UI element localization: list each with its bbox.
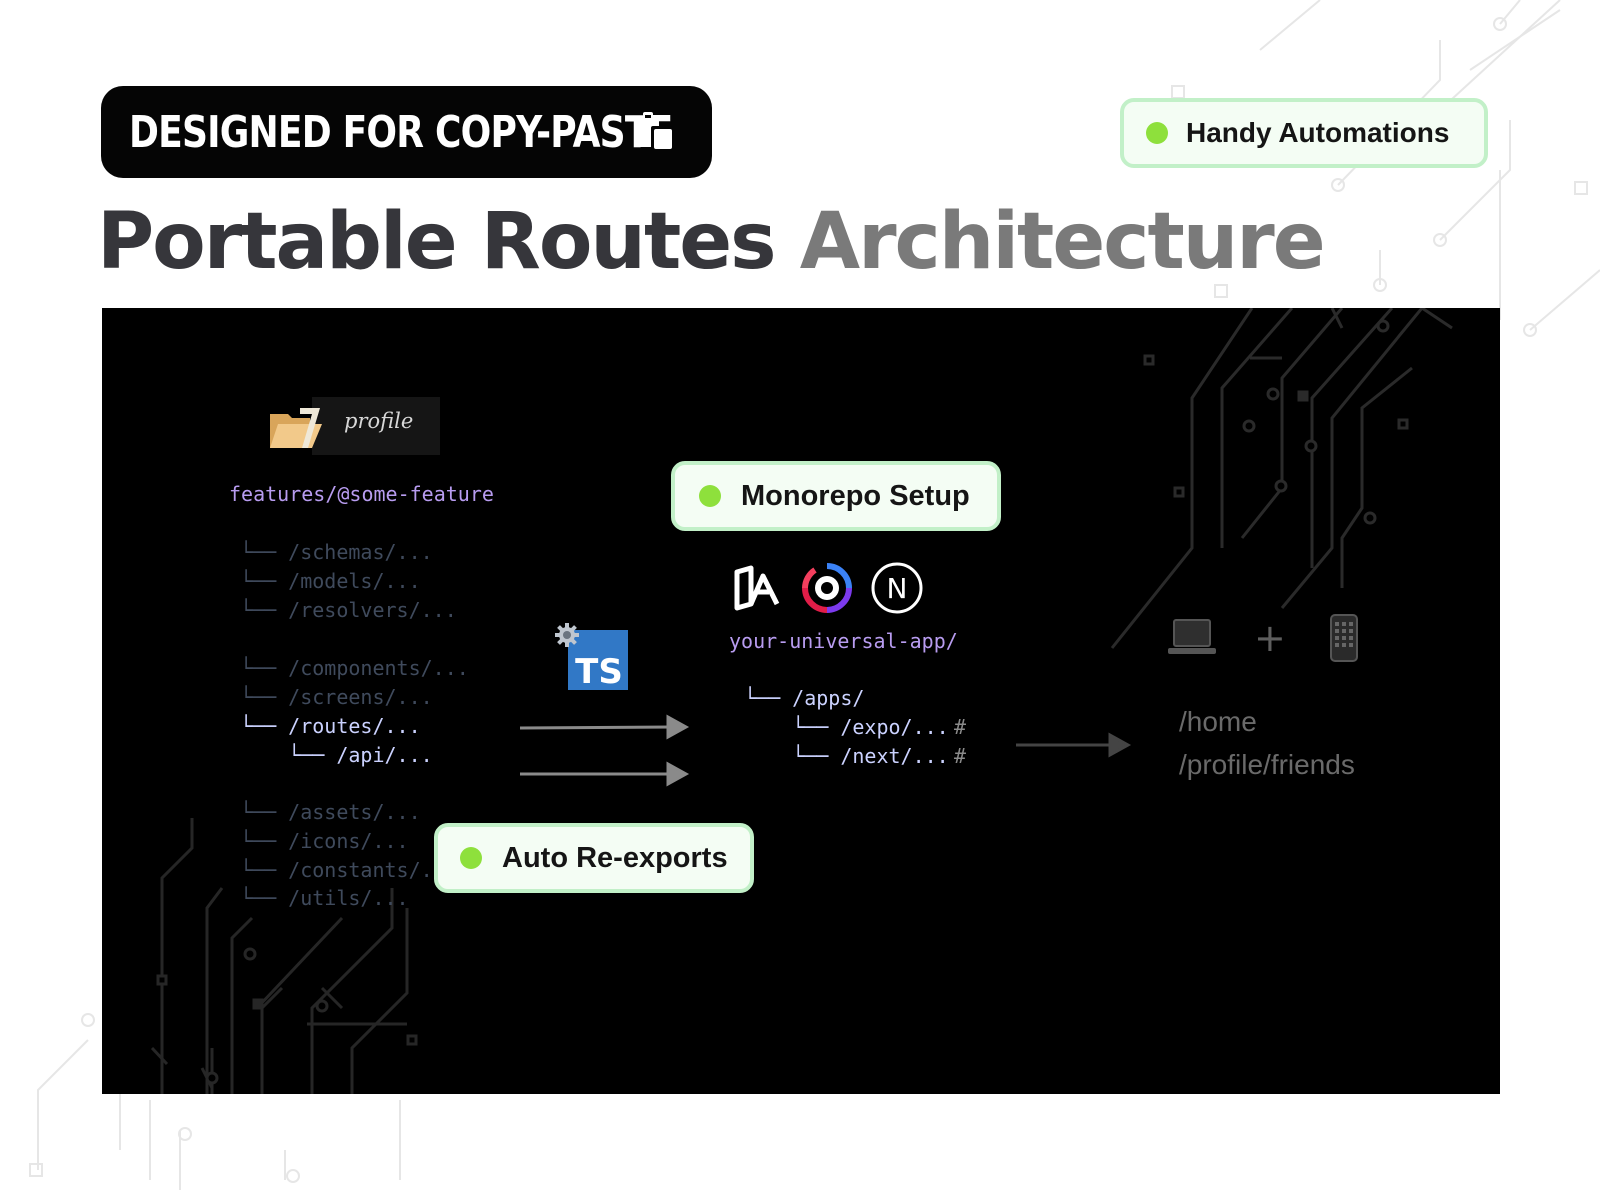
pill-label: Auto Re-exports bbox=[502, 841, 728, 874]
tree-item-next: └── /next/... bbox=[744, 744, 949, 768]
title-secondary: Architecture bbox=[799, 197, 1326, 287]
typescript-icon: TS bbox=[568, 630, 628, 690]
feature-path: features/@some-feature bbox=[229, 482, 494, 506]
title-primary: Portable Routes bbox=[97, 197, 777, 287]
panel-circuit-and-arrows bbox=[150, 308, 1453, 1094]
diagram-panel: profile features/@some-feature └── /sche… bbox=[102, 308, 1500, 1094]
tree-item-assets: └── /assets/... bbox=[240, 800, 421, 824]
folder-icon bbox=[270, 408, 322, 448]
page-title: Portable Routes Architecture bbox=[97, 192, 1326, 292]
green-dot-icon bbox=[699, 485, 721, 507]
monorepo-setup-pill: Monorepo Setup bbox=[671, 461, 1001, 531]
tree-item-screens: └── /screens/... bbox=[240, 685, 433, 709]
nextjs-icon: N bbox=[871, 562, 923, 614]
green-dot-icon bbox=[460, 847, 482, 869]
route-profile-friends: /profile/friends bbox=[1179, 749, 1355, 780]
tree-item-components: └── /components/... bbox=[240, 656, 469, 680]
handy-automations-pill: Handy Automations bbox=[1120, 98, 1488, 168]
tree-item-constants: └── /constants/... bbox=[240, 858, 457, 882]
profile-folder-label: profile bbox=[344, 409, 414, 433]
tree-item-resolvers: └── /resolvers/... bbox=[240, 598, 457, 622]
tree-item-icons: └── /icons/... bbox=[240, 829, 409, 853]
green-dot-icon bbox=[1146, 122, 1168, 144]
svg-text:TS: TS bbox=[575, 652, 623, 690]
auto-reexports-pill: Auto Re-exports bbox=[434, 823, 754, 893]
clipboard-icon bbox=[637, 112, 673, 150]
svg-text:N: N bbox=[887, 572, 908, 605]
tree-item-expo: └── /expo/... bbox=[744, 715, 949, 739]
react-native-web-icon bbox=[802, 563, 852, 613]
tree-item-api: └── /api/... bbox=[240, 743, 433, 767]
pill-label: Monorepo Setup bbox=[741, 479, 970, 512]
tree-item-utils: └── /utils/... bbox=[240, 886, 409, 910]
universal-app-path: your-universal-app/ bbox=[729, 629, 958, 653]
copy-paste-badge: DESIGNED FOR COPY-PASTE bbox=[101, 86, 712, 178]
phone-icon bbox=[1330, 614, 1358, 662]
next-hash: # bbox=[954, 744, 967, 768]
badge-label: DESIGNED FOR COPY-PASTE bbox=[129, 106, 673, 158]
gear-icon bbox=[555, 623, 579, 647]
tree-item-models: └── /models/... bbox=[240, 569, 421, 593]
tree-item-routes: └── /routes/... bbox=[240, 714, 421, 738]
plus-sign: + bbox=[1254, 616, 1286, 660]
expo-icon bbox=[734, 565, 780, 611]
tree-item-apps: └── /apps/ bbox=[744, 686, 865, 710]
tree-item-schemas: └── /schemas/... bbox=[240, 540, 433, 564]
pill-label: Handy Automations bbox=[1186, 117, 1450, 148]
profile-folder-tag bbox=[312, 397, 440, 455]
laptop-icon bbox=[1168, 619, 1216, 654]
route-home: /home bbox=[1179, 706, 1257, 737]
expo-hash: # bbox=[954, 715, 967, 739]
